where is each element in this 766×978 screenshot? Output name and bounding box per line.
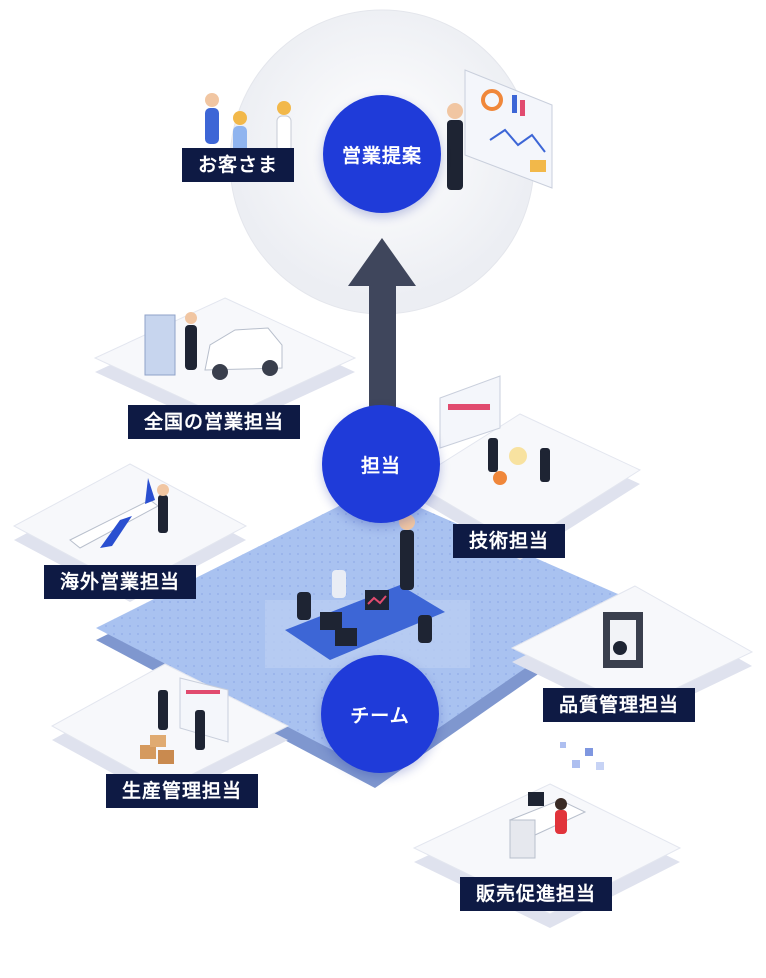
technical-board (439, 375, 550, 485)
label-quality-control: 品質管理担当 (543, 688, 696, 722)
label-nationwide-sales: 全国の営業担当 (128, 405, 301, 439)
upward-arrow (348, 238, 416, 413)
airplane (69, 478, 169, 549)
label-technical: 技術担当 (453, 524, 566, 558)
quality-cabinet (603, 612, 643, 668)
proposal-circle: 営業提案 (323, 95, 441, 213)
car-and-charger (144, 312, 283, 380)
proposal-label: 営業提案 (341, 144, 422, 167)
team-circle: チーム (321, 655, 439, 773)
platform-sales-promotion (412, 783, 682, 928)
label-overseas-sales: 海外営業担当 (44, 565, 197, 599)
presenter-figure (447, 103, 463, 190)
team-desk (285, 514, 445, 660)
team-label: チーム (350, 704, 410, 727)
presentation-board (464, 69, 553, 189)
promotion-desk (508, 742, 604, 859)
manager-circle: 担当 (322, 405, 440, 523)
manager-label: 担当 (360, 454, 401, 477)
label-customers: お客さま (182, 148, 295, 182)
label-sales-promotion: 販売促進担当 (460, 877, 613, 911)
label-production-control: 生産管理担当 (106, 774, 259, 808)
production-board (140, 677, 229, 764)
